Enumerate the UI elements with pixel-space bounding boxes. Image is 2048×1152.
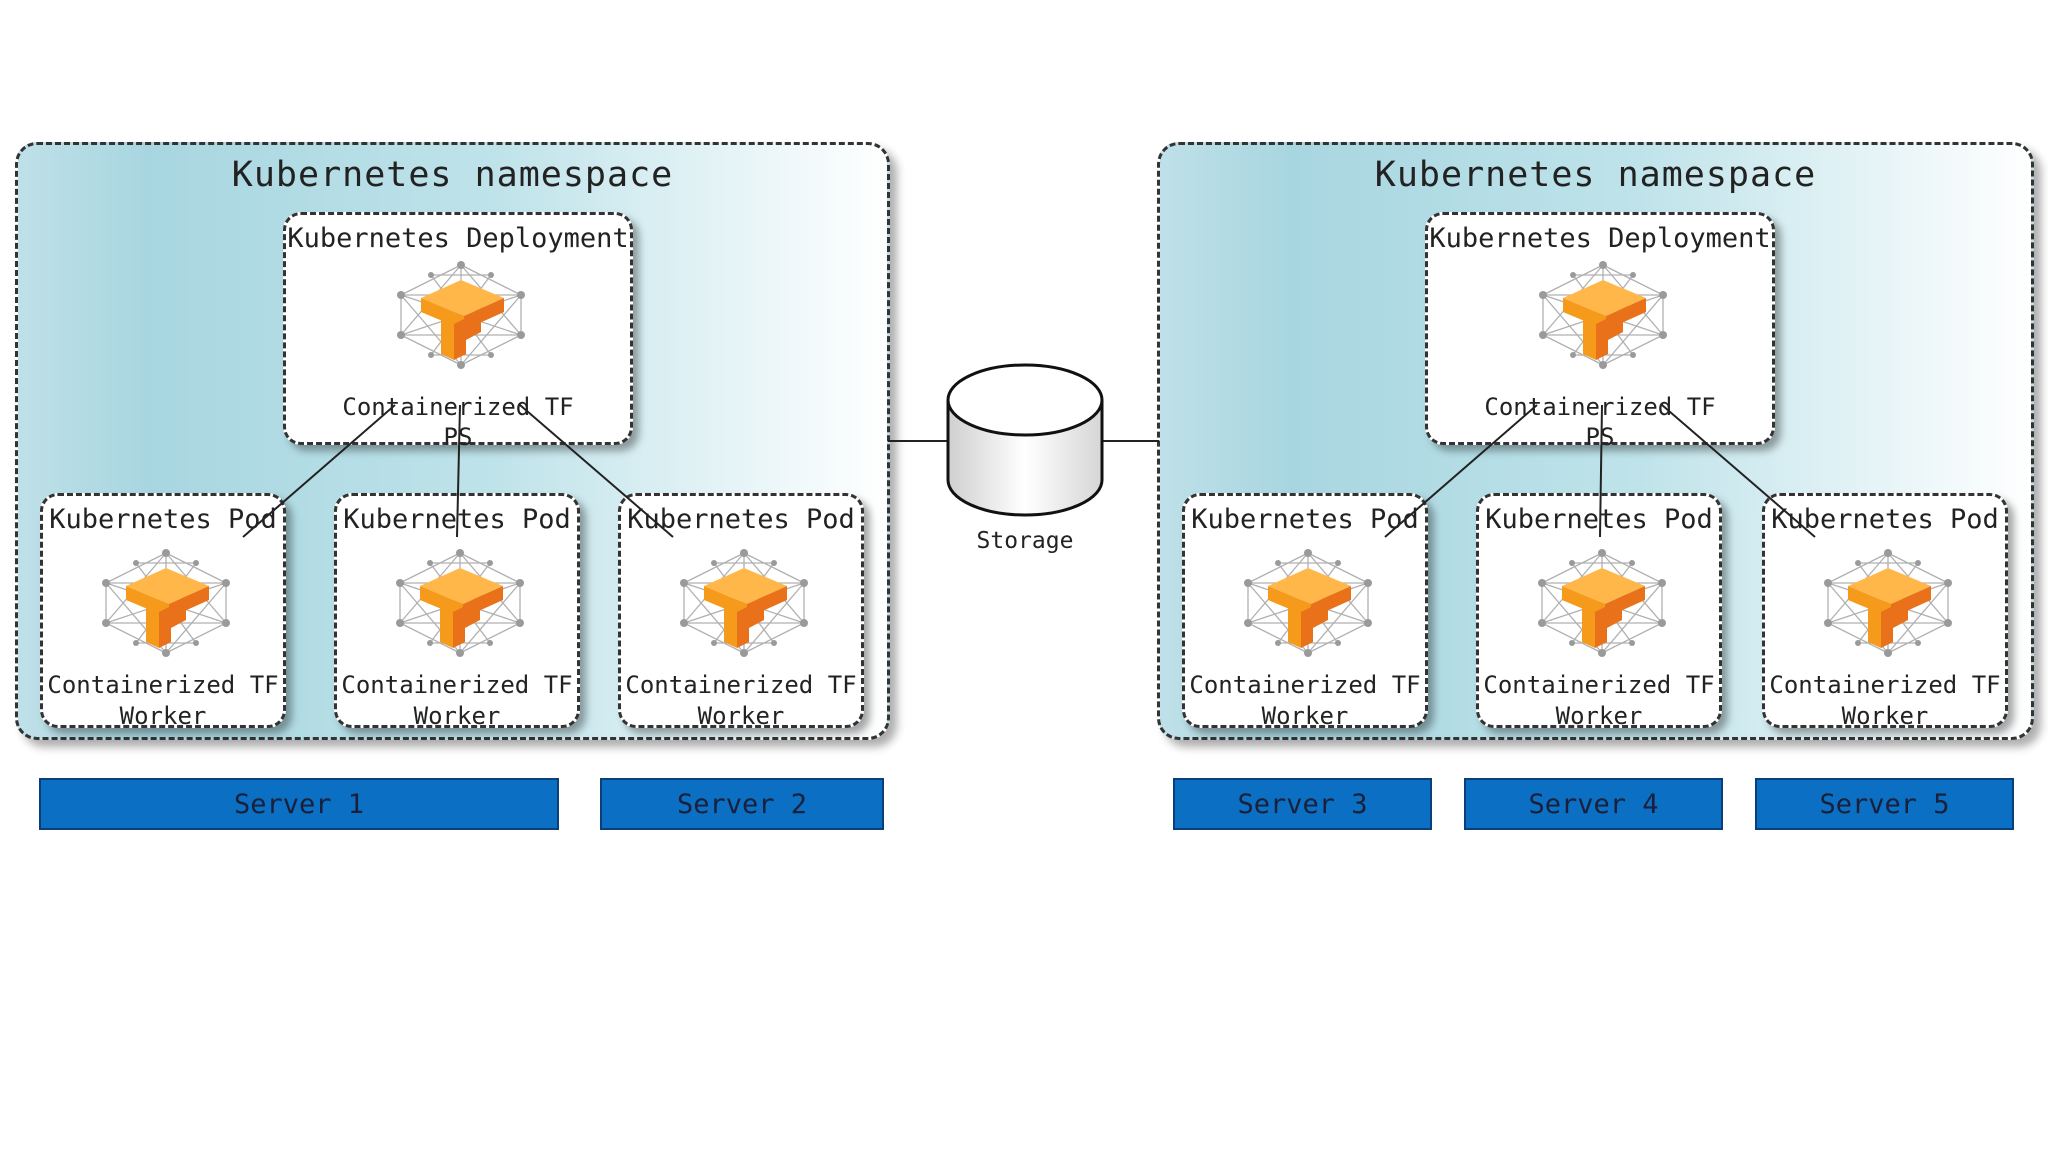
tensorflow-logo-icon — [679, 548, 809, 658]
worker-label-line1: Containerized TF — [625, 671, 857, 699]
tensorflow-logo-icon — [101, 548, 231, 658]
tensorflow-logo-icon — [395, 548, 525, 658]
worker-label-line2: Worker — [413, 702, 501, 730]
worker-label-line1: Containerized TF — [1769, 671, 2001, 699]
pod-box: Kubernetes Pod Containerized TF Worker — [40, 493, 286, 730]
worker-label-line2: Worker — [1555, 702, 1643, 730]
pod-box: Kubernetes Pod Containerized TF Worker — [1476, 493, 1722, 730]
tensorflow-logo-icon — [1823, 548, 1953, 658]
deployment-title: Kubernetes Deployment — [1429, 223, 1771, 254]
deployment-title: Kubernetes Deployment — [287, 223, 629, 254]
deployment-box-left: Kubernetes Deployment Containerized TF P… — [283, 212, 633, 451]
storage-label: Storage — [976, 528, 1074, 554]
server-5: Server 5 — [1755, 778, 2014, 830]
ps-label-line1: Containerized TF — [342, 393, 574, 421]
ps-label-line1: Containerized TF — [1484, 393, 1716, 421]
ps-label-line2: PS — [443, 423, 473, 451]
storage-cylinder-icon — [946, 363, 1104, 517]
pod-title: Kubernetes Pod — [1191, 504, 1419, 535]
pod-box: Kubernetes Pod Containerized TF Worker — [1762, 493, 2008, 730]
pod-title: Kubernetes Pod — [1771, 504, 1999, 535]
worker-label-line1: Containerized TF — [341, 671, 573, 699]
worker-label-line2: Worker — [697, 702, 785, 730]
worker-label-line2: Worker — [1261, 702, 1349, 730]
namespace-title: Kubernetes namespace — [231, 155, 674, 195]
worker-label-line2: Worker — [119, 702, 207, 730]
tensorflow-logo-icon — [1243, 548, 1373, 658]
pod-box: Kubernetes Pod Containerized TF Worker — [618, 493, 864, 730]
pod-title: Kubernetes Pod — [1485, 504, 1713, 535]
pod-box: Kubernetes Pod Containerized TF Worker — [1182, 493, 1428, 730]
worker-label-line1: Containerized TF — [1483, 671, 1715, 699]
tensorflow-logo-icon — [1537, 548, 1667, 658]
worker-label-line2: Worker — [1841, 702, 1929, 730]
ps-label-line2: PS — [1585, 423, 1615, 451]
pod-title: Kubernetes Pod — [627, 504, 855, 535]
worker-label-line1: Containerized TF — [1189, 671, 1421, 699]
deployment-box-right: Kubernetes Deployment Containerized TF P… — [1425, 212, 1775, 451]
tensorflow-logo-icon — [1538, 260, 1668, 370]
pod-title: Kubernetes Pod — [343, 504, 571, 535]
namespace-title: Kubernetes namespace — [1374, 155, 1817, 195]
pod-title: Kubernetes Pod — [49, 504, 277, 535]
server-4: Server 4 — [1464, 778, 1723, 830]
server-2: Server 2 — [600, 778, 884, 830]
server-1: Server 1 — [39, 778, 559, 830]
server-3: Server 3 — [1173, 778, 1432, 830]
pod-box: Kubernetes Pod Containerized TF Worker — [334, 493, 580, 730]
tensorflow-logo-icon — [396, 260, 526, 370]
worker-label-line1: Containerized TF — [47, 671, 279, 699]
